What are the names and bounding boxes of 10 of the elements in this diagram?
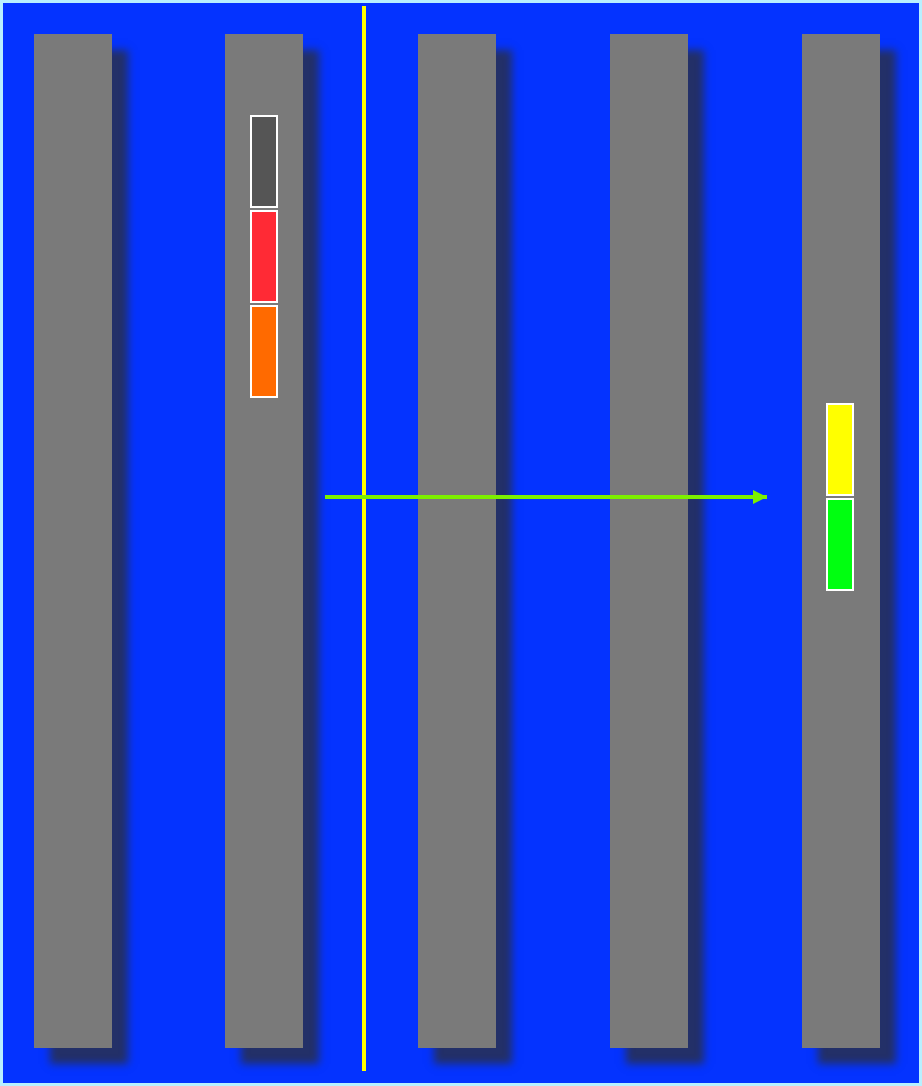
color-block: [826, 403, 854, 496]
color-block: [826, 498, 854, 591]
column-bar: [802, 34, 880, 1048]
column-bar: [610, 34, 688, 1048]
column-bar: [225, 34, 303, 1048]
color-block: [250, 210, 278, 303]
column-bar: [34, 34, 112, 1048]
color-block: [250, 115, 278, 208]
column-bar: [418, 34, 496, 1048]
color-block: [250, 305, 278, 398]
